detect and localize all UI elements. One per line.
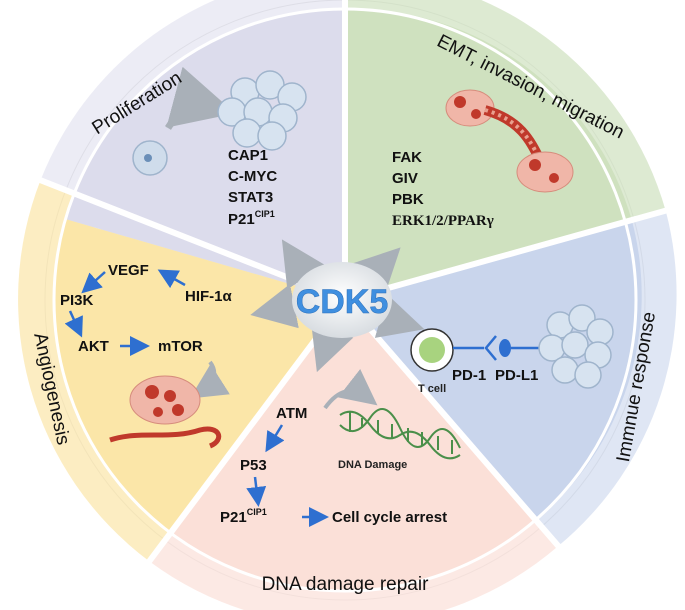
vascular-tumor-illustration [109,375,222,449]
mtor-label: mTOR [158,338,203,355]
proliferation-factor: CAP1 [228,147,268,164]
atm-label: ATM [276,405,307,422]
tumor-migration-illustration [445,89,574,193]
cell-cycle-arrest-label: Cell cycle arrest [332,509,447,526]
akt-label: AKT [78,338,109,355]
proliferation-curve-arrow [165,66,236,130]
inner-dna [170,300,536,591]
hif-to-vegf-arrow [157,269,186,289]
dna-p21-label: P21CIP1 [220,507,267,526]
vegf-to-pi3k-arrow [81,271,106,294]
pi3k-to-akt-arrow [64,310,83,338]
emt-factor: GIV [392,170,418,187]
pd1-receptor-icon [453,335,497,361]
pd1-label: PD-1 [452,367,486,384]
t-cell-label: T cell [418,383,446,395]
inner-outline [52,7,638,593]
hif1a-label: HIF-1α [185,288,233,305]
tumor-cluster-illustration [538,304,614,389]
dna-helix-illustration [339,408,461,460]
dna-curve-arrow [323,369,378,410]
inner-emt [345,8,632,300]
center-label: CDK5 [296,283,389,321]
proliferation-factor: C-MYC [228,168,277,185]
emt-factor-erk: ERK1/2/PPARγ [392,213,494,229]
title-dna: DNA damage repair [262,574,430,595]
emt-factor: FAK [392,149,422,166]
proliferation-p21: P21CIP1 [228,209,275,228]
t-cell-illustration [410,328,454,372]
atm-to-p53-arrow [265,424,285,453]
angio-curve-arrow [189,360,230,399]
proliferation-factor: STAT3 [228,189,273,206]
cell-cluster-illustration [217,70,307,151]
vegf-label: VEGF [108,262,149,279]
emt-factor: PBK [392,191,424,208]
pi3k-label: PI3K [60,292,94,309]
pdl1-label: PD-L1 [495,367,538,384]
single-cell-illustration [132,140,168,176]
p53-to-p21-arrow [246,476,267,507]
center-hub [292,262,392,338]
p53-label: P53 [240,457,267,474]
dna-damage-label: DNA Damage [338,459,407,471]
